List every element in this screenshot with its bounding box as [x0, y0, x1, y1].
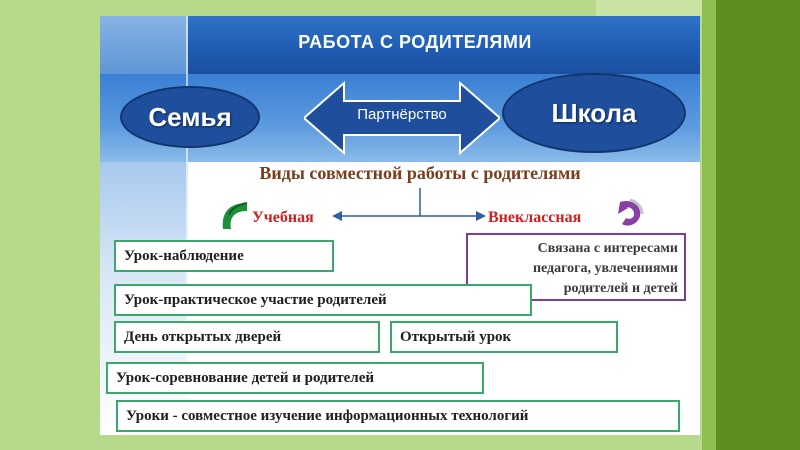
slide-title: РАБОТА С РОДИТЕЛЯМИ [298, 32, 532, 52]
activity-box: Урок-наблюдение [114, 240, 334, 272]
background-band [716, 0, 800, 450]
side-divider [186, 16, 188, 435]
note-line: педагога, увлечениями [532, 261, 678, 276]
background-band [596, 0, 702, 16]
activity-box: Урок-практическое участие родителей [114, 284, 532, 316]
branch-label-study: Учебная [252, 209, 314, 226]
activity-box: Урок-соревнование детей и родителей [106, 362, 484, 394]
activity-box: Уроки - совместное изучение информационн… [116, 400, 680, 432]
note-line: родителей и детей [563, 281, 678, 296]
section-subtitle: Виды совместной работы с родителями [259, 163, 581, 183]
curved-arrow-icon [222, 202, 248, 229]
circular-arrow-icon [618, 198, 644, 226]
title-bar-accent [100, 16, 188, 74]
arrow-label: Партнёрство [357, 106, 447, 123]
extracurricular-note: Связана с интересами педагога, увлечения… [466, 233, 686, 301]
background-band [702, 0, 716, 450]
node-family: Семья [120, 86, 260, 148]
title-bar: РАБОТА С РОДИТЕЛЯМИ [100, 16, 700, 74]
activity-box: День открытых дверей [114, 321, 380, 353]
branch-connector [332, 188, 486, 221]
node-school: Школа [502, 73, 686, 153]
slide: РАБОТА С РОДИТЕЛЯМИ Семья Школа Партнёрс… [100, 16, 700, 435]
double-arrow-icon [304, 81, 500, 155]
note-line: Связана с интересами [537, 241, 678, 256]
activity-box: Открытый урок [390, 321, 618, 353]
branch-label-extracurricular: Внеклассная [488, 209, 582, 226]
